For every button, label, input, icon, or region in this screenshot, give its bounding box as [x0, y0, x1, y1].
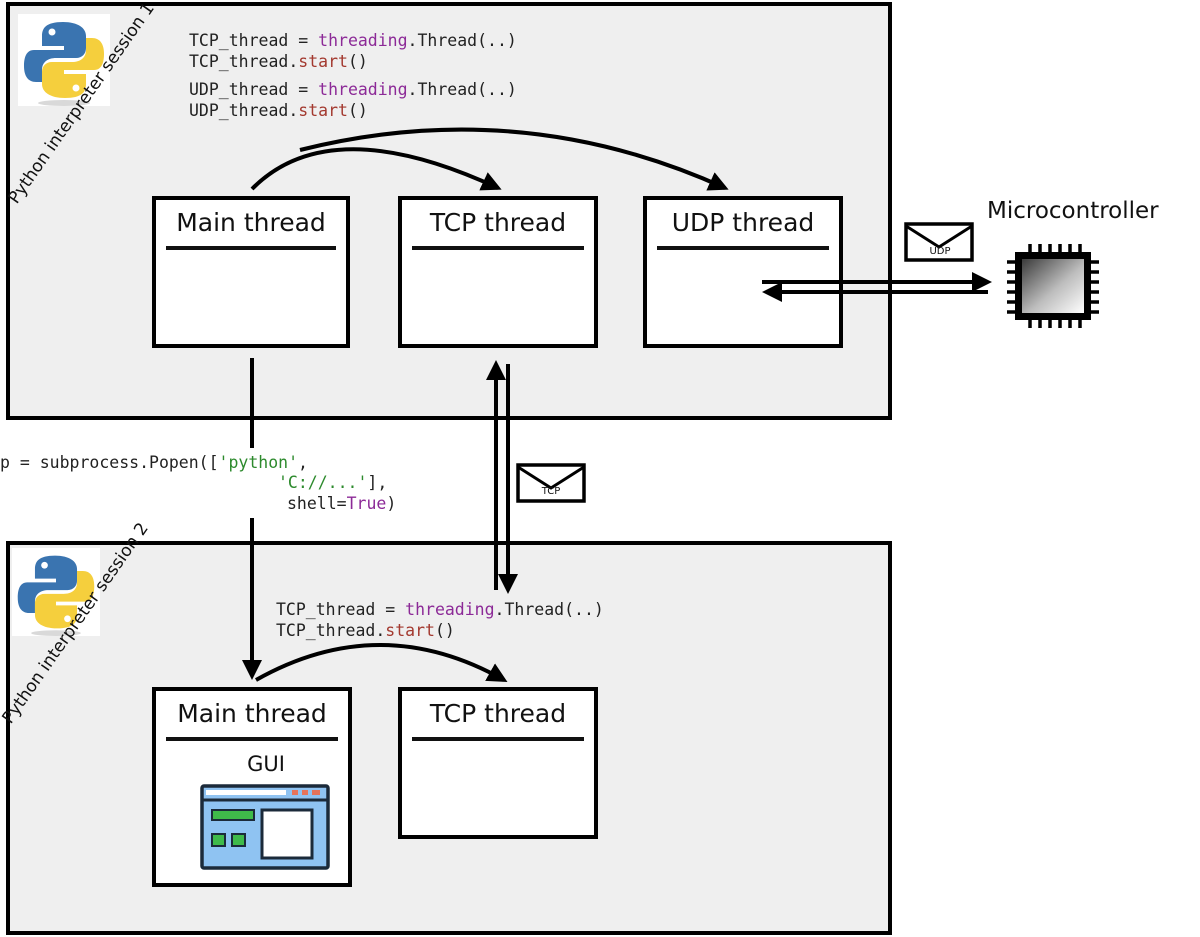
session-1-code: TCP_thread = threading.Thread(..) TCP_th…: [189, 31, 517, 71]
arrow-main2-to-tcp2: [255, 643, 508, 682]
thread-title: UDP thread: [671, 208, 815, 237]
microcontroller-label: Microcontroller: [987, 198, 1159, 224]
thread-title: Main thread: [176, 208, 326, 237]
session-1-tcp-thread-box: TCP thread: [398, 196, 598, 348]
udp-envelope-label: UDP: [929, 246, 950, 257]
subprocess-code-line2: 'C://...'],: [278, 473, 388, 492]
envelope-icon: [516, 463, 586, 503]
session-1-main-thread-box: Main thread: [152, 196, 350, 348]
microcontroller-chip-icon: [1007, 244, 1099, 328]
session-2-tcp-thread-box: TCP thread: [398, 687, 598, 839]
session-1-udp-thread-box: UDP thread: [643, 196, 843, 348]
gui-label: GUI: [247, 752, 285, 776]
thread-title: Main thread: [177, 699, 327, 728]
thread-title-divider: [412, 246, 584, 250]
thread-title-divider: [166, 246, 336, 250]
subprocess-code: p = subprocess.Popen(['python',: [0, 453, 308, 472]
subprocess-code-line3: shell=True): [287, 494, 397, 513]
thread-title-divider: [166, 737, 338, 741]
thread-title: TCP thread: [429, 699, 567, 728]
python-logo-icon: [18, 14, 110, 106]
session-2-code: TCP_thread = threading.Thread(..) TCP_th…: [276, 600, 604, 640]
arrow-main-to-tcp: [250, 147, 502, 191]
thread-title: TCP thread: [429, 208, 567, 237]
envelope-icon: [904, 222, 974, 262]
tcp-envelope-label: TCP: [541, 486, 561, 497]
session-1-code-udp: UDP_thread = threading.Thread(..) UDP_th…: [189, 80, 517, 120]
gui-window-icon: [200, 784, 330, 870]
arrow-main-to-udp: [299, 127, 729, 191]
python-logo-icon: [12, 548, 100, 636]
thread-title-divider: [412, 737, 584, 741]
thread-title-divider: [657, 246, 829, 250]
